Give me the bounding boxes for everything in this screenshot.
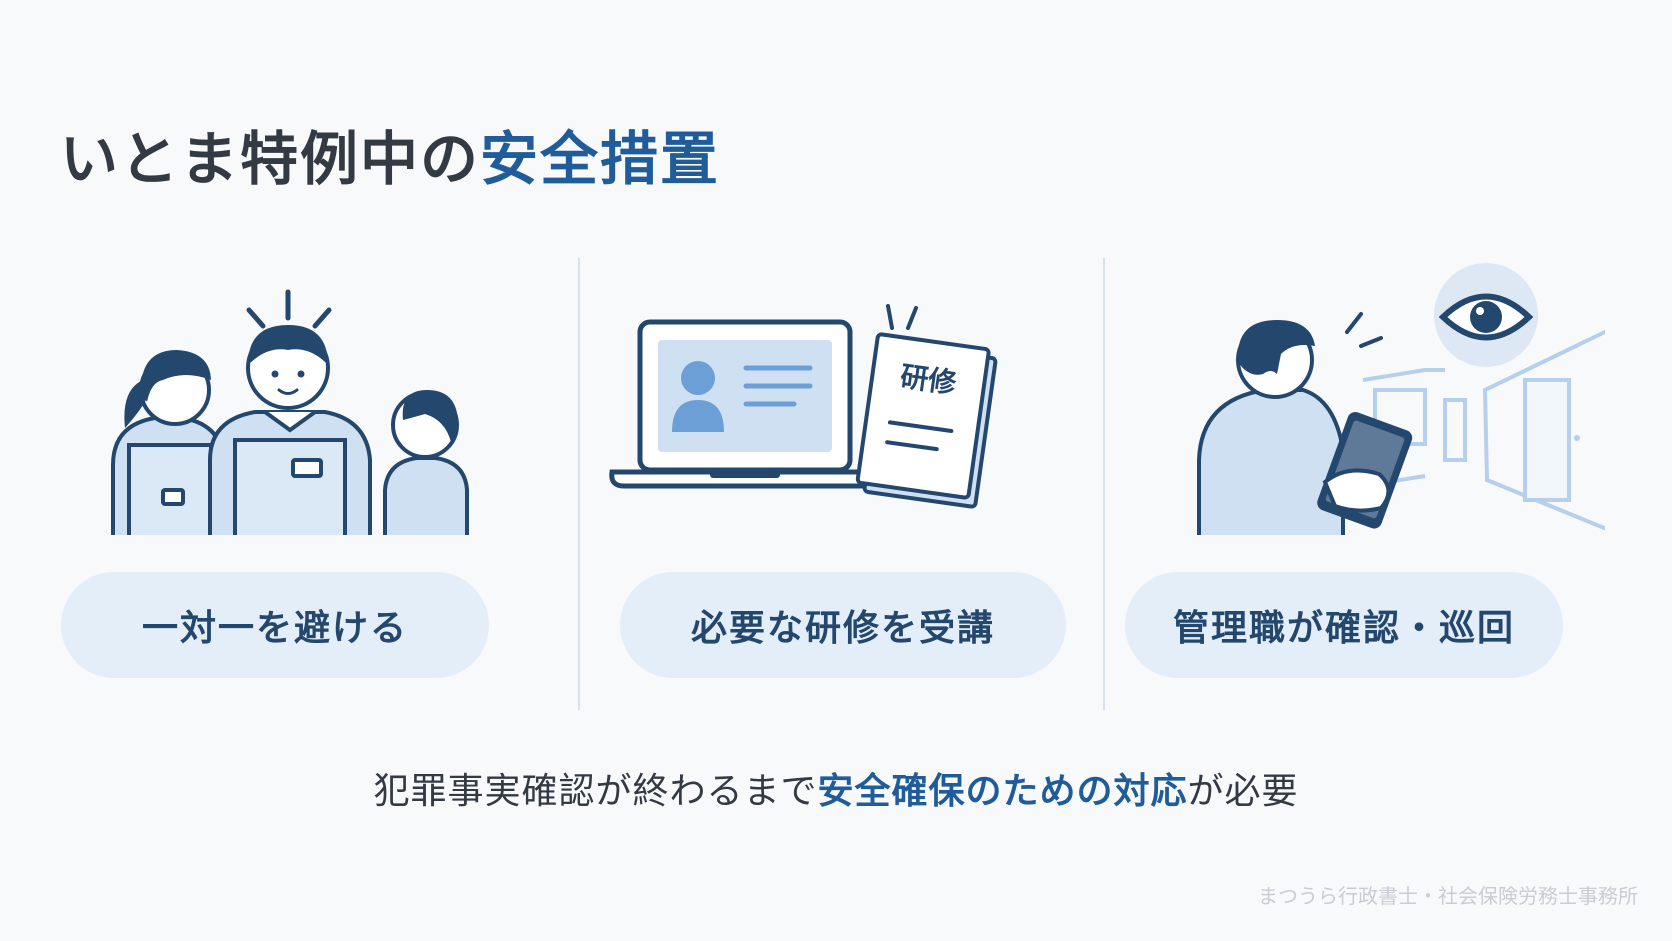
pill-manager-check: 管理職が確認・巡回 bbox=[1125, 572, 1563, 678]
people-group-illustration bbox=[111, 289, 469, 535]
pill-training: 必要な研修を受講 bbox=[620, 572, 1066, 678]
pill-avoid-one-on-one: 一対一を避ける bbox=[61, 572, 489, 678]
laptop-training-illustration: 研修 bbox=[609, 304, 998, 509]
caption: 犯罪事実確認が終わるまで安全確保のための対応が必要 bbox=[0, 762, 1672, 814]
manager-tablet-illustration bbox=[1197, 263, 1605, 535]
credit-text: まつうら行政書士・社会保険労務士事務所 bbox=[1258, 884, 1638, 908]
caption-before: 犯罪事実確認が終わるまで bbox=[373, 771, 818, 812]
title-main: いとま特例中の bbox=[60, 125, 481, 193]
booklet-text: 研修 bbox=[898, 360, 959, 401]
title-accent: 安全措置 bbox=[480, 125, 721, 193]
eye-icon bbox=[1434, 263, 1538, 367]
panel-training: 研修 必要な研修を受講 bbox=[600, 250, 1080, 680]
divider-2 bbox=[1103, 258, 1105, 710]
caption-after: が必要 bbox=[1187, 771, 1299, 812]
divider-1 bbox=[578, 258, 580, 710]
panel-avoid-one-on-one: 一対一を避ける bbox=[55, 250, 535, 680]
page-title: いとま特例中の安全措置 bbox=[60, 112, 720, 196]
panel-manager-check: 管理職が確認・巡回 bbox=[1125, 250, 1605, 680]
caption-accent: 安全確保のための対応 bbox=[817, 771, 1188, 812]
